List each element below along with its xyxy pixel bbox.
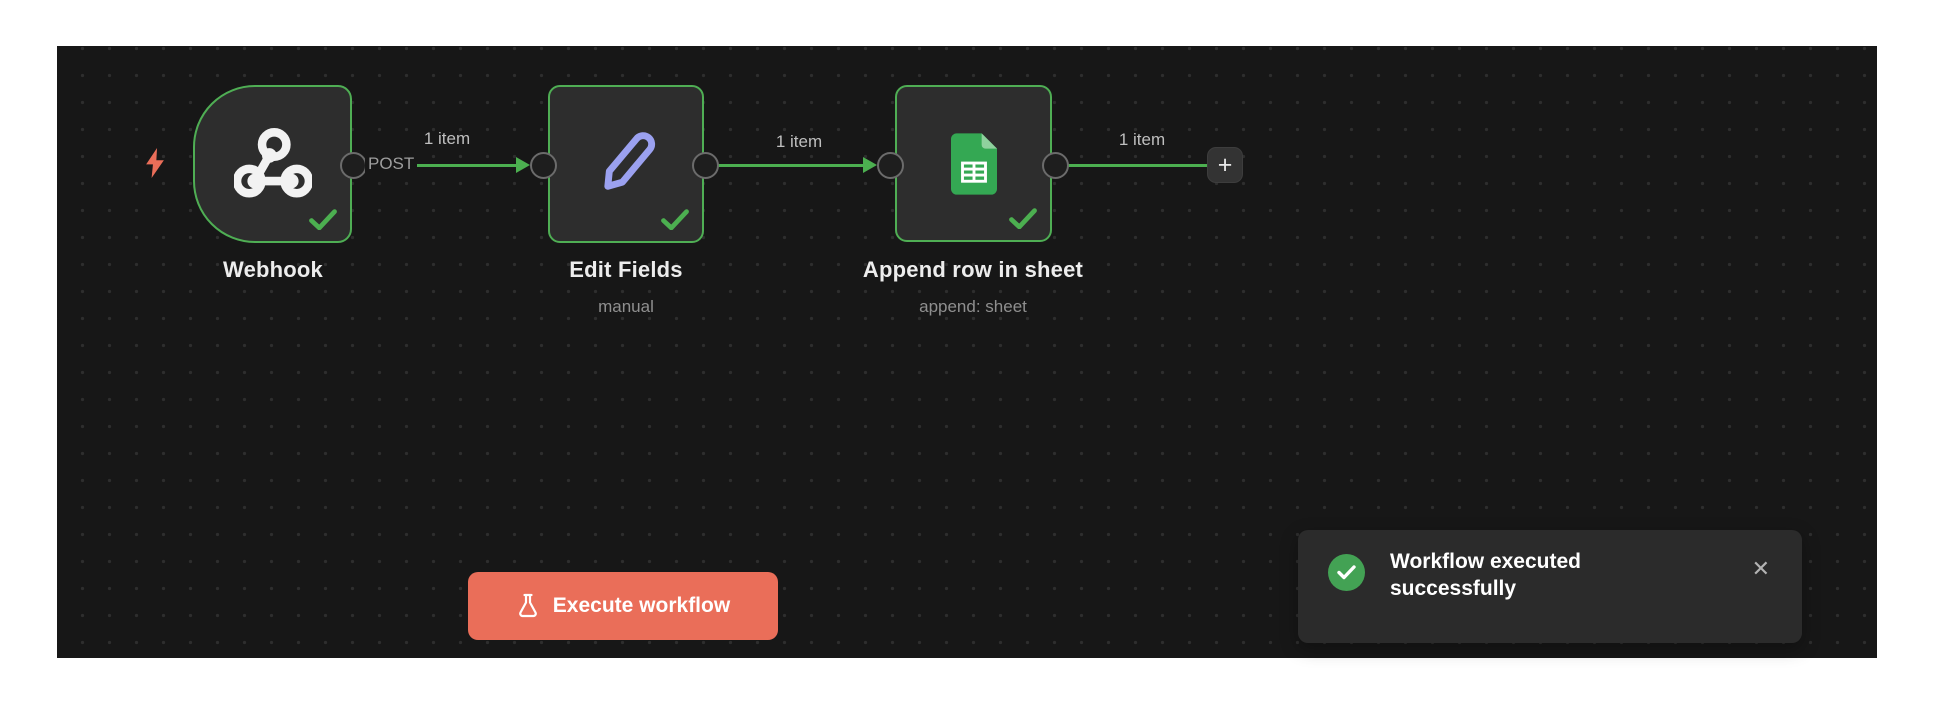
toast-workflow-success: Workflow executed successfully ✕ xyxy=(1298,530,1802,643)
execute-workflow-button[interactable]: Execute workflow xyxy=(468,572,778,640)
connection-line-editfields-sheet xyxy=(705,164,865,167)
toast-message: Workflow executed successfully xyxy=(1390,550,1581,600)
connection-arrow-icon xyxy=(863,157,877,173)
node-subtitle-edit-fields: manual xyxy=(598,297,654,316)
connection-items-label: 1 item xyxy=(1118,130,1166,149)
google-sheets-icon xyxy=(950,132,997,195)
execute-workflow-label: Execute workflow xyxy=(552,594,731,617)
success-check-icon xyxy=(661,209,689,230)
node-append-row-in-sheet[interactable] xyxy=(895,85,1052,242)
success-check-icon xyxy=(309,209,337,230)
editfields-output-port[interactable] xyxy=(692,152,719,179)
sheet-input-port[interactable] xyxy=(877,152,904,179)
node-title-edit-fields[interactable]: Edit Fields xyxy=(569,257,683,282)
node-title-webhook[interactable]: Webhook xyxy=(223,257,323,282)
pencil-icon xyxy=(604,132,656,190)
success-check-icon xyxy=(1009,208,1037,229)
node-title-append-row[interactable]: Append row in sheet xyxy=(862,257,1084,282)
connection-items-label: 1 item xyxy=(775,132,823,151)
connection-arrow-icon xyxy=(516,157,530,173)
flask-icon xyxy=(518,593,537,618)
node-webhook[interactable] xyxy=(193,85,352,243)
webhook-output-method-label: POST xyxy=(365,154,418,174)
workflow-canvas[interactable]: POST 1 item 1 item 1 item xyxy=(57,46,1877,658)
toast-close-icon[interactable]: ✕ xyxy=(1751,556,1770,581)
instant-trigger-bolt-icon xyxy=(146,148,164,178)
toast-success-check-icon xyxy=(1328,554,1365,591)
node-edit-fields[interactable] xyxy=(548,85,704,243)
webhook-output-port[interactable] xyxy=(340,152,367,179)
node-subtitle-append-row: append: sheet xyxy=(919,297,1027,316)
webhook-icon xyxy=(233,128,312,198)
editfields-input-port[interactable] xyxy=(530,152,557,179)
connection-line-webhook-editfields xyxy=(353,164,519,167)
connection-line-sheet-addnode xyxy=(1055,164,1209,167)
add-node-button[interactable]: + xyxy=(1207,147,1243,183)
connection-items-label: 1 item xyxy=(423,129,471,148)
sheet-output-port[interactable] xyxy=(1042,152,1069,179)
